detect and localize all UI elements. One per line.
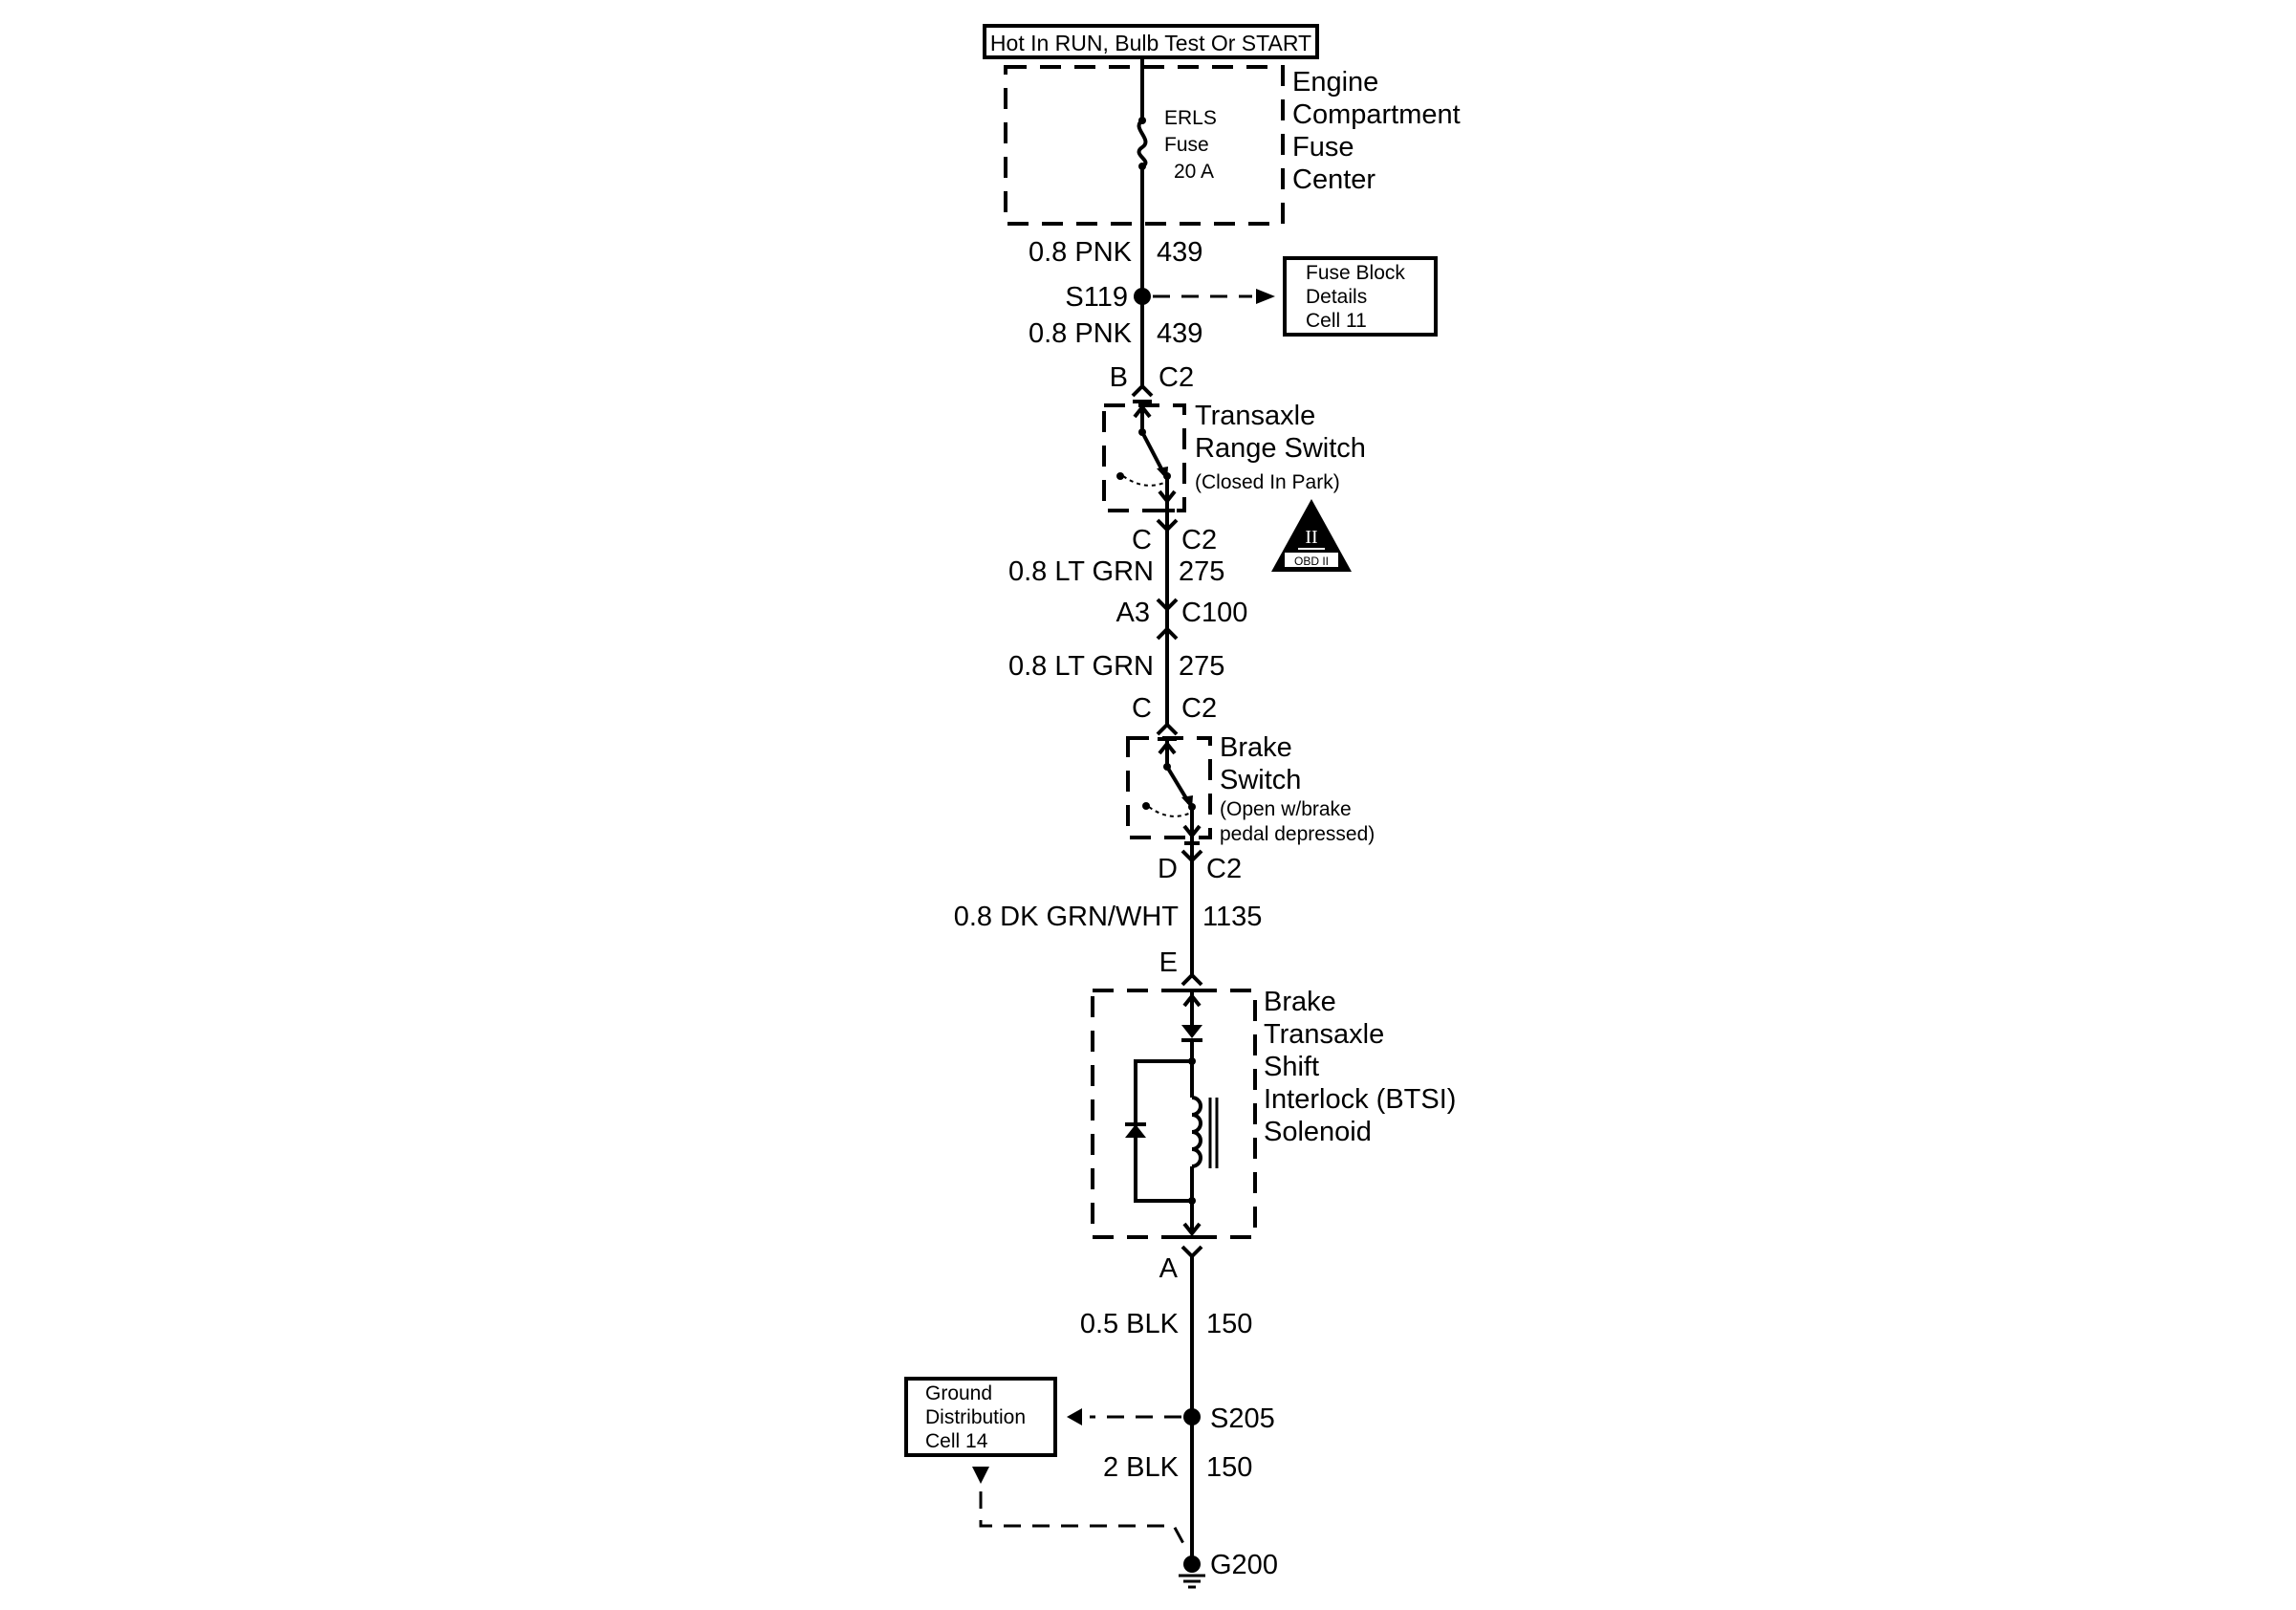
svg-text:Cell 14: Cell 14 — [925, 1430, 988, 1452]
splice-s205-label: S205 — [1210, 1403, 1275, 1434]
svg-text:Brake: Brake — [1220, 732, 1292, 763]
arrow-down-icon — [972, 1467, 989, 1484]
wire-275-bot-circuit: 275 — [1179, 651, 1224, 682]
svg-text:ERLS: ERLS — [1164, 107, 1217, 129]
svg-text:Fuse: Fuse — [1164, 134, 1209, 156]
wire-150-top-circuit: 150 — [1206, 1309, 1252, 1339]
svg-text:OBD II: OBD II — [1294, 555, 1329, 568]
ground-g200-label: G200 — [1210, 1550, 1278, 1580]
power-source-box: Hot In RUN, Bulb Test Or START — [983, 24, 1319, 59]
solenoid-coil-icon — [1191, 1096, 1202, 1168]
svg-text:Switch: Switch — [1220, 765, 1301, 795]
wire-275-top-circuit: 275 — [1179, 556, 1224, 587]
ground-icon — [1179, 1574, 1205, 1589]
fuse-block-ref-box[interactable]: Fuse Block Details Cell 11 — [1283, 256, 1438, 337]
connector-chevron-icon — [1131, 383, 1154, 398]
fuse-label: ERLS Fuse 20 A — [1164, 107, 1217, 183]
ground-g200-dot — [1183, 1556, 1201, 1573]
svg-text:Shift: Shift — [1264, 1052, 1319, 1082]
connector-brake-c-pin: C — [1132, 693, 1152, 724]
wire-150-bot-spec: 2 BLK — [1103, 1452, 1180, 1483]
wire-439-bot-circuit: 439 — [1157, 318, 1202, 349]
ground-dist-ref-box[interactable]: Ground Distribution Cell 14 — [904, 1377, 1057, 1457]
connector-c-c2: C2 — [1181, 525, 1217, 555]
trs-label: Transaxle Range Switch (Closed In Park) — [1195, 401, 1366, 493]
connector-d-c2: C2 — [1206, 854, 1242, 884]
svg-text:Compartment: Compartment — [1292, 99, 1461, 130]
svg-text:Solenoid: Solenoid — [1264, 1117, 1372, 1147]
connector-a-pin: A — [1159, 1253, 1179, 1284]
wire-275-bot-spec: 0.8 LT GRN — [1008, 651, 1154, 682]
connector-d-pin: D — [1158, 854, 1178, 884]
svg-text:Details: Details — [1306, 286, 1367, 308]
svg-text:II: II — [1305, 527, 1317, 548]
svg-text:Fuse: Fuse — [1292, 132, 1354, 163]
connector-e-pin: E — [1159, 947, 1178, 978]
btsi-label: Brake Transaxle Shift Interlock (BTSI) S… — [1264, 987, 1456, 1147]
svg-text:Distribution: Distribution — [925, 1406, 1026, 1428]
power-source-label: Hot In RUN, Bulb Test Or START — [990, 31, 1311, 55]
svg-text:20 A: 20 A — [1174, 161, 1214, 183]
svg-text:Fuse Block: Fuse Block — [1306, 262, 1405, 284]
obd-ii-badge: II OBD II — [1271, 499, 1352, 572]
wire-439-top-spec: 0.8 PNK — [1029, 237, 1133, 268]
wire-150-top-spec: 0.5 BLK — [1080, 1309, 1180, 1339]
wire-1135-circuit: 1135 — [1202, 902, 1262, 932]
splice-s205-dot — [1183, 1408, 1201, 1425]
splice-s119-label: S119 — [1065, 282, 1128, 313]
svg-text:Center: Center — [1292, 164, 1375, 195]
svg-text:Cell 11: Cell 11 — [1306, 310, 1367, 332]
connector-c100: C100 — [1181, 598, 1247, 628]
svg-text:pedal depressed): pedal depressed) — [1220, 823, 1375, 845]
connector-b-c2: C2 — [1159, 362, 1194, 393]
connector-b-pin: B — [1110, 362, 1128, 393]
fuse-center-label: Engine Compartment Fuse Center — [1292, 67, 1461, 195]
brake-switch-label: Brake Switch (Open w/brake pedal depress… — [1220, 732, 1375, 845]
svg-text:Transaxle: Transaxle — [1195, 401, 1315, 431]
svg-text:Transaxle: Transaxle — [1264, 1019, 1384, 1050]
svg-text:Engine: Engine — [1292, 67, 1378, 98]
clamp-diode-icon — [1125, 1124, 1146, 1138]
fuse-icon — [1137, 119, 1148, 168]
svg-text:Brake: Brake — [1264, 987, 1336, 1017]
wire-275-top-spec: 0.8 LT GRN — [1008, 556, 1154, 587]
connector-a3-pin: A3 — [1116, 598, 1150, 628]
wire-150-bot-circuit: 150 — [1206, 1452, 1252, 1483]
arrow-left-icon — [1067, 1408, 1082, 1425]
switch-arm-icon — [1140, 431, 1166, 475]
diode-icon — [1181, 1025, 1202, 1038]
wire-439-top-circuit: 439 — [1157, 237, 1202, 268]
svg-text:(Open w/brake: (Open w/brake — [1220, 798, 1352, 820]
splice-s119-dot — [1134, 288, 1151, 305]
arrow-right-icon — [1256, 289, 1275, 304]
svg-text:Range Switch: Range Switch — [1195, 433, 1366, 464]
connector-c-pin: C — [1132, 525, 1152, 555]
btsi-outline — [1091, 989, 1257, 1239]
svg-text:Interlock (BTSI): Interlock (BTSI) — [1264, 1084, 1456, 1115]
connector-brake-c-c2: C2 — [1181, 693, 1217, 724]
svg-text:(Closed In Park): (Closed In Park) — [1195, 471, 1340, 493]
wire-439-bot-spec: 0.8 PNK — [1029, 318, 1133, 349]
wire-1135-spec: 0.8 DK GRN/WHT — [954, 902, 1180, 932]
svg-text:Ground: Ground — [925, 1382, 992, 1404]
